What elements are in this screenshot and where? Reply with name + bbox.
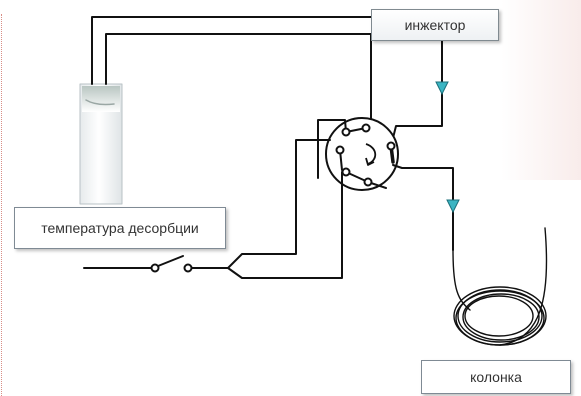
down-triangle-icon — [447, 200, 459, 212]
column-coil — [453, 228, 547, 345]
switch-contact-left — [152, 265, 159, 272]
valve-port-2 — [363, 125, 370, 132]
down-triangle-icon — [436, 82, 448, 94]
valve-port-6 — [365, 179, 372, 186]
valve-port-4 — [337, 147, 344, 154]
switch-lever — [158, 256, 183, 266]
wire-inner — [106, 34, 371, 126]
valve-port-1 — [343, 129, 350, 136]
column-line — [393, 165, 453, 250]
wire-left — [296, 140, 330, 152]
injector-line — [391, 41, 442, 146]
valve-port-5 — [343, 169, 350, 176]
switch-contact-right — [185, 265, 192, 272]
desorption-temperature-label: температура десорбции — [14, 207, 226, 249]
injector-label: инжектор — [371, 9, 499, 41]
wire-outer — [92, 17, 371, 84]
column-label: колонка — [421, 360, 571, 394]
valve-port-3 — [388, 143, 395, 150]
